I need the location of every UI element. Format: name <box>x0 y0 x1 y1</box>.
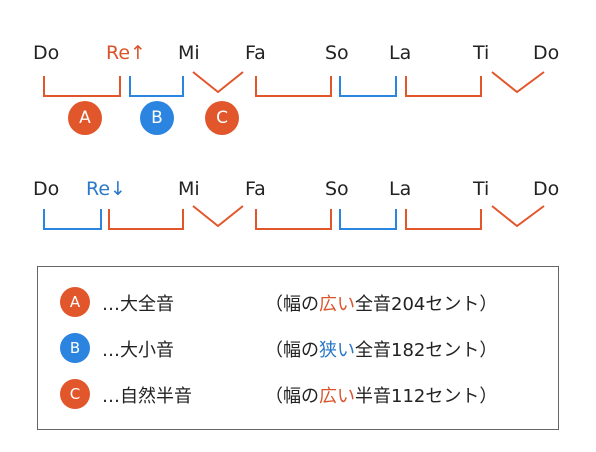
legend-badge-c: C <box>60 379 90 409</box>
top-note-do-high: Do <box>533 42 560 64</box>
top-note-ti: Ti <box>473 42 490 64</box>
bottom-bracket-so-la <box>339 209 397 230</box>
bottom-note-fa: Fa <box>245 178 266 200</box>
legend-box: A …大全音 （幅の広い全音204セント） B …大小音 （幅の狭い全音182セ… <box>37 266 559 430</box>
top-note-la: La <box>389 42 412 64</box>
bottom-bracket-fa-so <box>255 209 332 230</box>
bottom-bracket-do-re <box>43 209 102 230</box>
legend-term-a: …大全音 <box>102 294 174 315</box>
top-note-so: So <box>325 42 349 64</box>
top-bracket-do-re <box>43 76 121 97</box>
bottom-bracket-la-ti <box>405 209 482 230</box>
top-note-do: Do <box>33 42 60 64</box>
bottom-vee-ti-do <box>491 205 545 228</box>
bottom-note-do-high: Do <box>533 178 560 200</box>
legend-desc-a: （幅の広い全音204セント） <box>265 294 498 315</box>
badge-a: A <box>68 101 102 135</box>
top-vee-mi-fa <box>192 71 244 94</box>
bottom-note-re-down: Re↓ <box>86 178 126 200</box>
legend-highlight-c: 広い <box>319 386 355 407</box>
bottom-note-so: So <box>325 178 349 200</box>
legend-desc-b: （幅の狭い全音182セント） <box>265 340 498 361</box>
badge-b: B <box>140 101 174 135</box>
top-bracket-so-la <box>339 76 397 97</box>
legend-badge-a: A <box>60 287 90 317</box>
top-bracket-la-ti <box>405 76 482 97</box>
bottom-bracket-re-mi <box>108 209 184 230</box>
legend-term-b: …大小音 <box>102 340 174 361</box>
legend-desc-c: （幅の広い半音112セント） <box>265 386 498 407</box>
bottom-note-ti: Ti <box>473 178 490 200</box>
badge-c: C <box>205 101 239 135</box>
legend-highlight-a: 広い <box>319 294 355 315</box>
legend-badge-b: B <box>60 333 90 363</box>
top-note-mi: Mi <box>178 42 200 64</box>
legend-highlight-b: 狭い <box>319 340 355 361</box>
top-note-fa: Fa <box>245 42 266 64</box>
top-bracket-fa-so <box>255 76 332 97</box>
bottom-note-la: La <box>389 178 412 200</box>
top-vee-ti-do <box>491 71 545 94</box>
legend-term-c: …自然半音 <box>102 386 192 407</box>
bottom-note-do: Do <box>33 178 60 200</box>
bottom-vee-mi-fa <box>192 205 244 228</box>
top-note-re-up: Re↑ <box>106 42 146 64</box>
top-bracket-re-mi <box>129 76 184 97</box>
bottom-note-mi: Mi <box>178 178 200 200</box>
